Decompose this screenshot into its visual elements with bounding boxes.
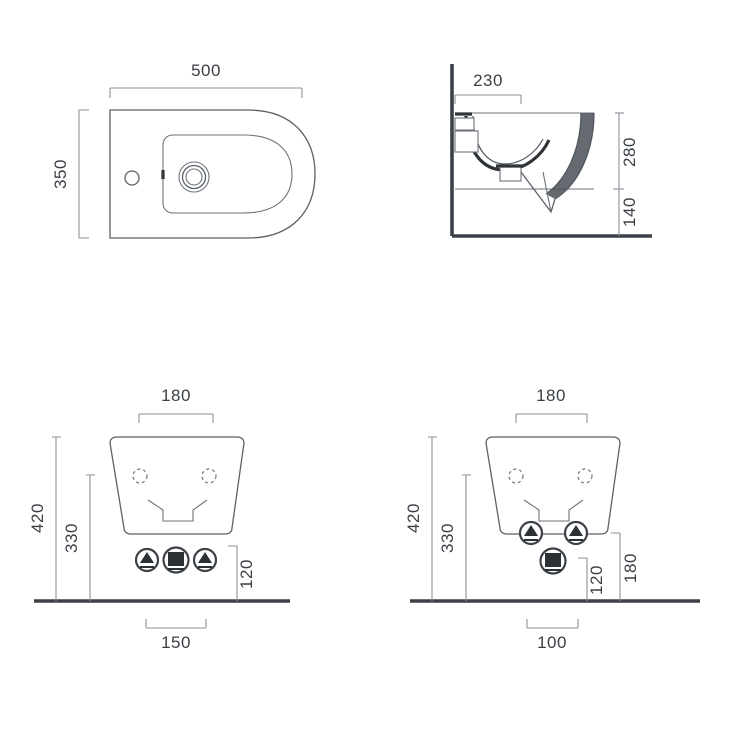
dimension-side-heights [613,112,624,236]
front-view-right-bowl-edge [523,499,584,522]
dimension-fl-bolt-spacing [145,619,207,629]
triangle-symbol-left [518,520,544,546]
dimension-fl-total-height-label: 420 [28,503,47,533]
dimension-fr-total-height [428,436,437,601]
side-view-waste-outlet [496,164,523,182]
dimension-fl-bowl-height [86,474,95,601]
front-view-right-triangle-symbols [518,520,589,546]
dimension-top-depth [78,109,89,239]
front-view-left-fixing-holes [132,468,217,484]
front-view-right-outline [485,436,621,535]
side-view-wall-thickness-fill [546,113,594,199]
dimension-side-height-label: 280 [620,137,639,167]
dimension-top-width-label: 500 [191,61,221,80]
dimension-fr-outlet-height-inner [578,557,588,601]
dimension-side-projection [454,94,522,104]
triangle-symbol-right [192,547,218,573]
dimension-top-depth-label: 350 [51,159,70,189]
front-view-left-symbols [134,546,218,574]
front-view-left: 180 [28,386,290,652]
dimension-fl-bowl-height-label: 330 [62,523,81,553]
front-view-right-fixing-holes [508,468,593,484]
triangle-symbol-right [563,520,589,546]
tap-hole [124,170,140,186]
square-symbol-below [539,547,567,575]
dimension-fl-outlet-height-label: 120 [237,559,256,589]
dimension-fr-outlet-height-outer [611,532,621,601]
dimension-fr-top-width-label: 180 [536,386,566,405]
front-view-right: 180 [404,386,700,652]
dimension-side-projection-label: 230 [473,71,503,90]
side-view-fixing-bracket [454,117,479,153]
side-view-bowl-curve-inner [472,115,544,165]
dimension-fr-outlet-height-inner-label: 120 [587,565,606,595]
side-view: 230 [450,64,652,238]
top-view-outline [109,109,316,239]
dimension-fl-bolt-spacing-label: 150 [161,633,191,652]
dimension-fr-bowl-height-label: 330 [438,523,457,553]
dimension-fr-bolt-spacing [526,619,579,629]
top-view-bowl-outline [162,134,293,214]
front-view-left-outline [109,436,245,535]
dimension-fl-total-height [52,436,61,601]
triangle-symbol-left [134,547,160,573]
dimension-fr-total-height-label: 420 [404,503,423,533]
square-symbol-center [162,546,190,574]
dimension-fr-outlet-height-outer-label: 180 [621,553,640,583]
dimension-fl-top-width [138,413,214,423]
dimension-side-floor-gap-label: 140 [620,197,639,227]
dimension-fr-bolt-spacing-label: 100 [537,633,567,652]
front-view-left-bowl-edge [147,499,208,522]
dimension-fl-top-width-label: 180 [161,386,191,405]
top-view: 500 350 [51,61,316,239]
dimension-fr-bowl-height [462,474,471,601]
dimension-top-width [109,87,303,98]
side-view-front-sweep-edge [542,171,552,213]
dimension-fr-top-width [515,413,588,423]
dimension-fl-outlet-height [228,545,238,601]
drain-hole [178,161,210,193]
